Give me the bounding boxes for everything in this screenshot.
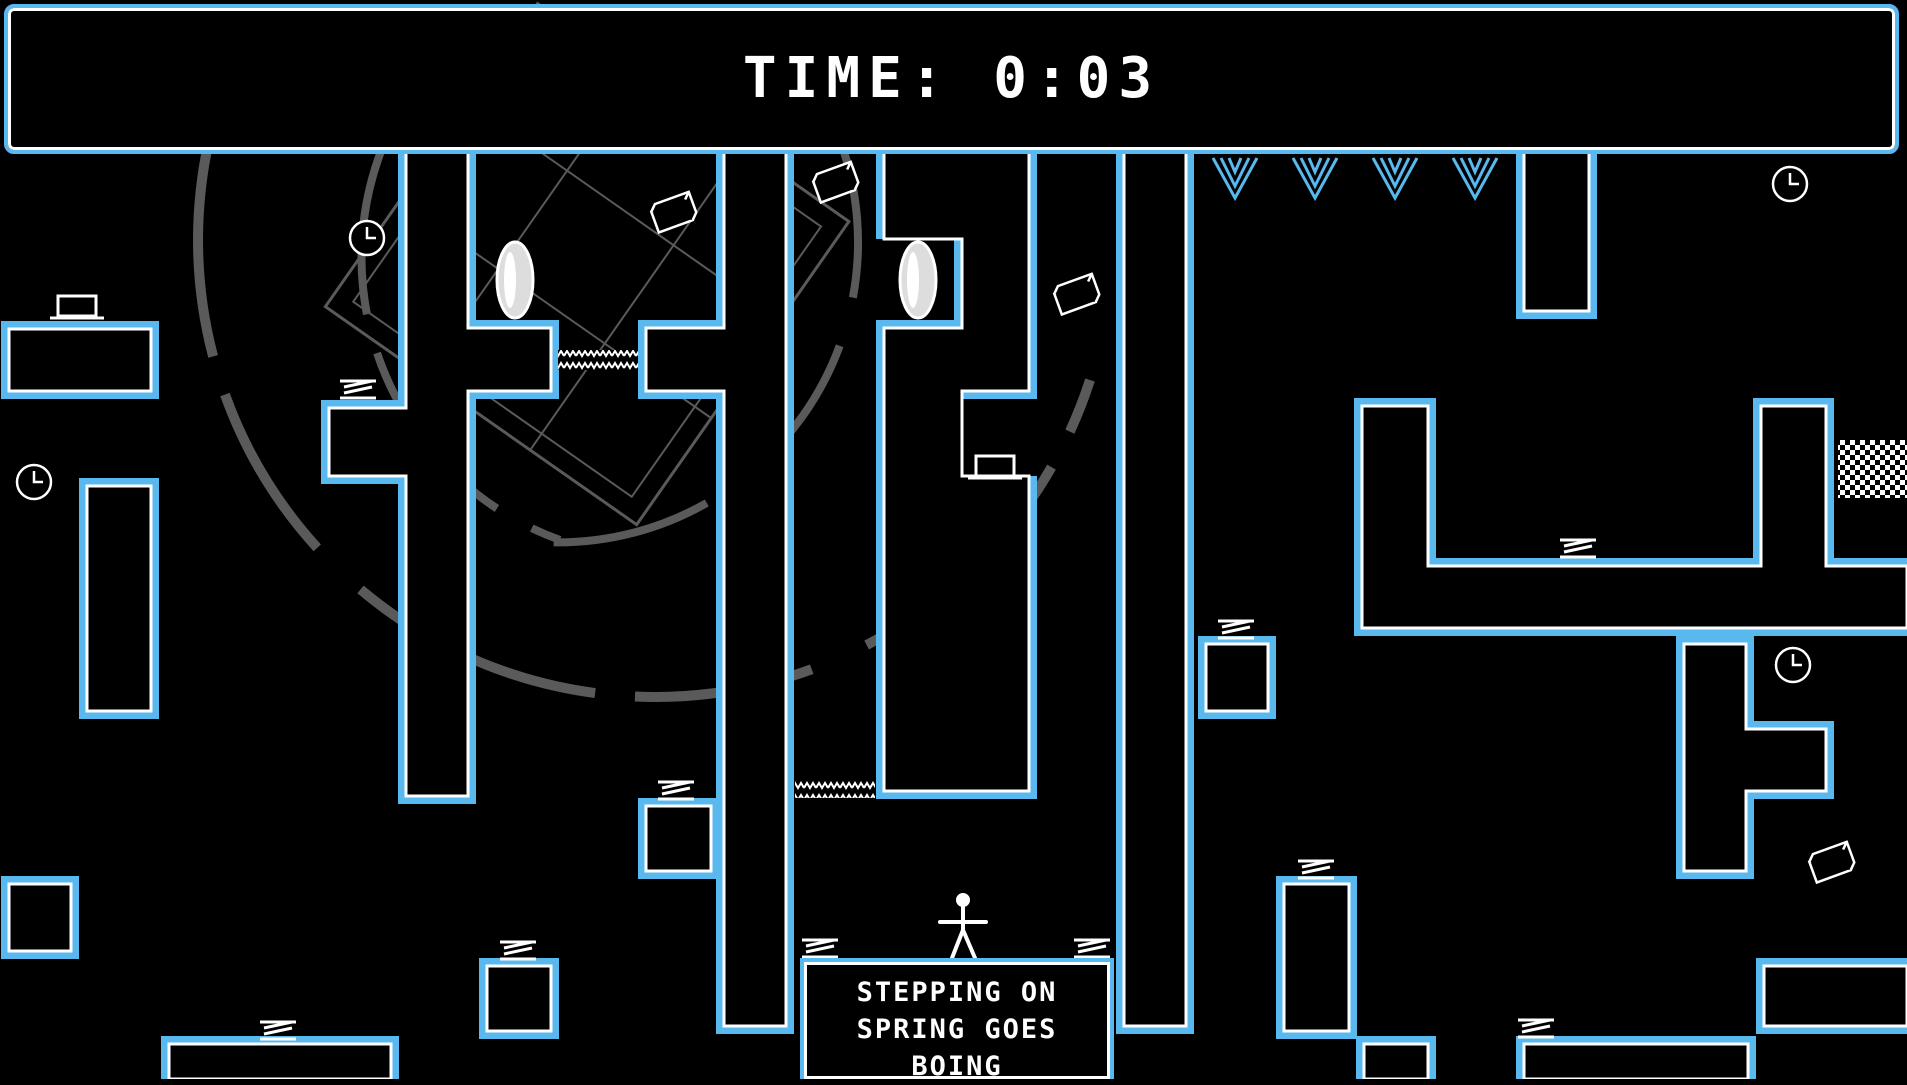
spring-icon: [802, 938, 838, 959]
level-walls: [1, 138, 1907, 1079]
spring-icon: [1074, 938, 1110, 959]
clock-icon: [15, 463, 53, 501]
clock-icon: [1774, 646, 1812, 684]
portal-capsule-icon: [495, 240, 535, 320]
stick-figure-icon: [938, 893, 988, 960]
crate-icon: [1052, 272, 1101, 317]
timer-display: TIME: 0:03: [742, 46, 1161, 111]
spring-icon: [1560, 538, 1596, 559]
spring-icon: [500, 940, 536, 961]
clock-icon: [348, 219, 386, 257]
sign-line: SPRING GOES: [856, 1014, 1058, 1045]
spring-icon: [658, 780, 694, 801]
ceiling-spikes: [1211, 157, 1499, 202]
spring-icon: [340, 379, 376, 400]
crates: [649, 160, 1856, 885]
crate-icon: [1807, 840, 1856, 885]
tutorial-sign: STEPPING ON SPRING GOES BOING: [800, 958, 1114, 1082]
spring-icon: [1298, 859, 1334, 880]
crate-icon: [649, 190, 698, 235]
portal-capsule-icon: [898, 240, 938, 320]
crate-icon: [811, 160, 860, 205]
clock-icon: [1771, 165, 1809, 203]
ceiling-spike-icon: [1211, 157, 1259, 202]
zigzag-strip: [795, 778, 875, 798]
pressure-button-icon: [50, 294, 104, 320]
springs: [260, 379, 1596, 1041]
spring-icon: [260, 1020, 296, 1041]
ceiling-spike-icon: [1291, 157, 1339, 202]
checkered-goal-icon: [1838, 440, 1907, 498]
spring-icon: [1518, 1018, 1554, 1039]
hud-panel: TIME: 0:03: [4, 4, 1899, 154]
clocks: [15, 165, 1812, 684]
spring-icon: [1218, 619, 1254, 640]
pressure-button-icon: [968, 454, 1022, 480]
zigzag-strip: [558, 350, 638, 370]
sign-line: STEPPING ON: [856, 977, 1058, 1008]
sign-line: BOING: [911, 1051, 1003, 1082]
ceiling-spike-icon: [1371, 157, 1419, 202]
ceiling-spike-icon: [1451, 157, 1499, 202]
